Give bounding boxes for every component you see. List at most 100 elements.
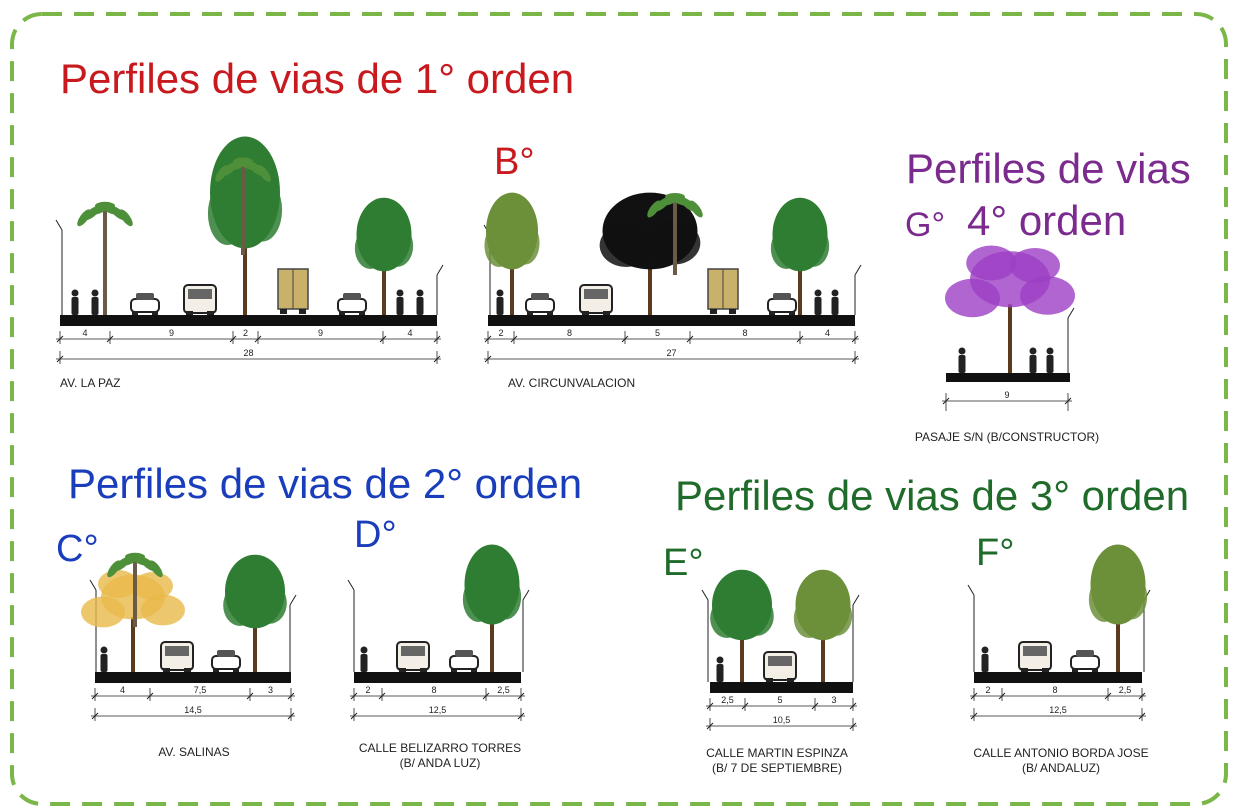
tree-trunk — [798, 251, 802, 315]
heading-order2: Perfiles de vias de 2° orden — [68, 460, 583, 507]
segment-width-label: 4 — [825, 328, 830, 338]
segment-width-label: 3 — [268, 685, 273, 695]
heading-order1: Perfiles de vias de 1° orden — [60, 55, 575, 102]
bus-wheel — [186, 311, 193, 315]
profile-letter-b: B° — [494, 141, 535, 183]
car-body — [211, 655, 241, 670]
section-edge-line — [701, 589, 709, 601]
flowering-canopy — [98, 570, 138, 598]
dimension-slash — [970, 692, 978, 700]
segment-width-label: 2,5 — [721, 695, 734, 705]
caption-belizarro-name: CALLE BELIZARRO TORRES — [358, 741, 522, 755]
dimension-slash — [942, 397, 950, 405]
profile-letter-g: G° — [905, 206, 946, 244]
pedestrian-head — [100, 646, 108, 654]
car-wheel — [213, 668, 219, 672]
dimension-slash — [91, 692, 99, 700]
section-edge-line — [347, 579, 355, 591]
tree-trunk — [1008, 304, 1012, 373]
car-wheel — [233, 668, 239, 672]
caption-antonio: CALLE ANTONIO BORDA JOSE (B/ ANDALUZ) — [973, 746, 1148, 776]
car-body — [525, 298, 555, 313]
tree-trunk — [131, 617, 135, 672]
segment-width-label: 9 — [169, 328, 174, 338]
flowering-canopy — [133, 572, 173, 600]
pedestrian-body — [1046, 355, 1054, 373]
bus-wheel — [787, 678, 794, 682]
segment-width-label: 2 — [243, 328, 248, 338]
total-width-label: 27 — [666, 348, 676, 358]
dimension-slash — [970, 712, 978, 720]
dimension-slash — [1138, 692, 1146, 700]
tree-trunk — [243, 218, 247, 315]
car-window — [217, 650, 235, 657]
caption-la-paz: AV. LA PAZ — [60, 376, 121, 390]
section-edge-line — [854, 264, 862, 276]
bus-wheel — [420, 668, 427, 672]
segment-width-label: 2 — [498, 328, 503, 338]
segment-width-label: 4 — [82, 328, 87, 338]
bus-window — [188, 289, 212, 299]
pedestrian-head — [91, 289, 99, 297]
bus-wheel — [766, 678, 773, 682]
car-body — [130, 298, 160, 313]
tree-canopy — [740, 596, 774, 636]
dimension-slash — [706, 702, 714, 710]
car-window — [455, 650, 473, 657]
caption-belizarro-sub: (B/ ANDA LUZ) — [399, 756, 481, 770]
truck-wheel — [299, 309, 306, 314]
pedestrian-head — [831, 289, 839, 297]
section-edge-line — [1067, 307, 1075, 319]
pedestrian-head — [360, 646, 368, 654]
palm-trunk — [673, 200, 677, 275]
bus-wheel — [163, 668, 170, 672]
dimension-slash — [433, 335, 441, 343]
car-body — [449, 655, 479, 670]
truck-wheel — [280, 309, 287, 314]
tree-canopy — [484, 223, 514, 267]
heading-order3: Perfiles de vias de 3° orden — [675, 472, 1190, 519]
pedestrian-body — [831, 297, 839, 315]
tree-canopy — [1088, 577, 1120, 622]
pedestrian-body — [416, 297, 424, 315]
segment-width-label: 2 — [985, 685, 990, 695]
pedestrian-head — [958, 347, 966, 355]
dimension-slash — [350, 712, 358, 720]
pedestrian-body — [814, 297, 822, 315]
bus-wheel — [582, 311, 589, 315]
segment-width-label: 5 — [777, 695, 782, 705]
road-surface — [974, 672, 1142, 683]
dimension-slash — [741, 702, 749, 710]
car-wheel — [471, 668, 477, 672]
dimension-slash — [106, 335, 114, 343]
tree-canopy — [223, 584, 257, 626]
dimension-slash — [484, 335, 492, 343]
palm-frond — [119, 209, 133, 227]
flowering-canopy — [945, 278, 1000, 318]
caption-pasaje: PASAJE S/N (B/CONSTRUCTOR) — [914, 430, 1100, 444]
total-width-label: 9 — [1004, 390, 1009, 400]
section-edge-line — [289, 594, 297, 606]
palm-trunk — [133, 559, 137, 627]
total-width-label: 12,5 — [1049, 705, 1067, 715]
section-edge-line — [522, 589, 530, 601]
dimension-slash — [849, 722, 857, 730]
pedestrian-head — [396, 289, 404, 297]
tree-canopy — [599, 223, 653, 267]
segment-width-label: 8 — [431, 685, 436, 695]
tree-trunk — [1116, 603, 1120, 672]
car-wheel — [152, 311, 158, 315]
segment-width-label: 4 — [120, 685, 125, 695]
road-surface — [60, 315, 437, 326]
dimension-slash — [482, 692, 490, 700]
dimension-slash — [517, 712, 525, 720]
bus-wheel — [603, 311, 610, 315]
bus-wheel — [1021, 668, 1028, 672]
tree-trunk — [648, 249, 652, 315]
dimension-slash — [146, 692, 154, 700]
heading-order4-line1: Perfiles de vias — [906, 145, 1191, 192]
caption-martin-sub: (B/ 7 DE SEPTIEMBRE) — [711, 761, 843, 775]
